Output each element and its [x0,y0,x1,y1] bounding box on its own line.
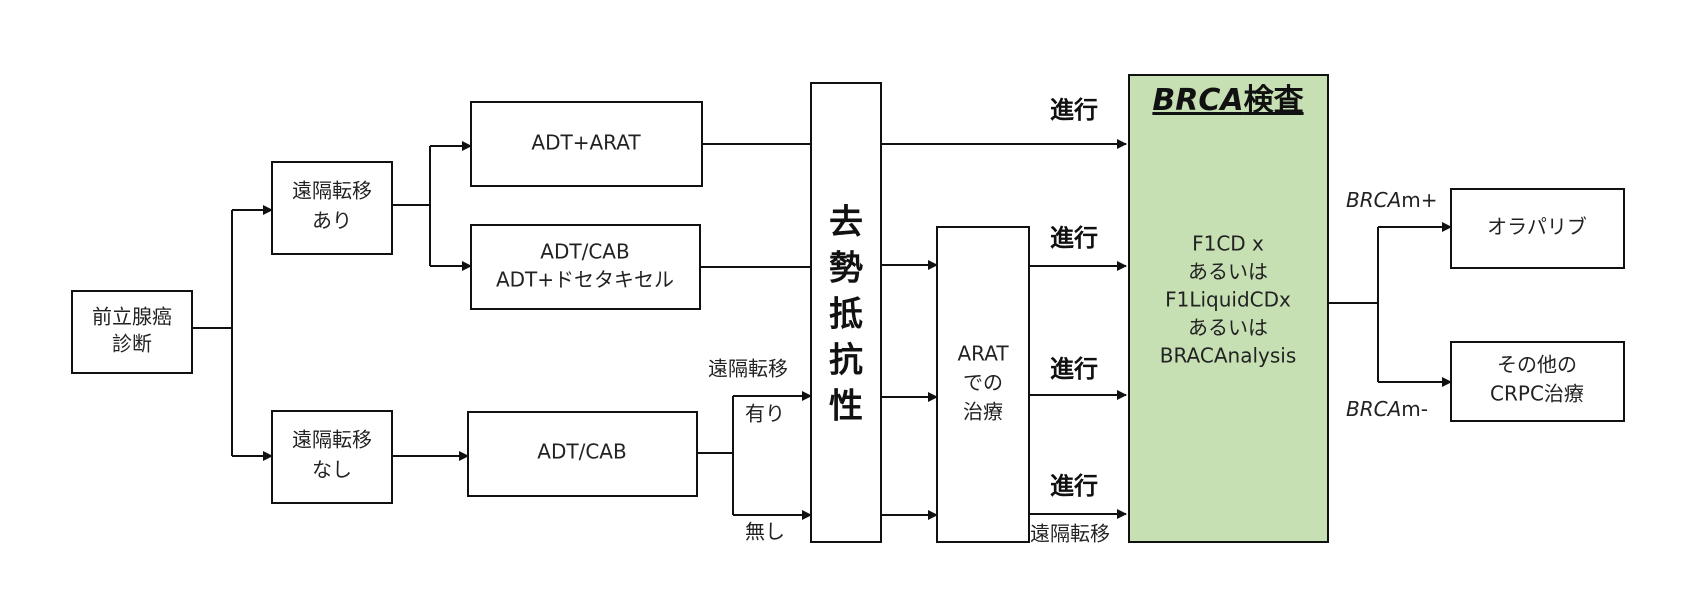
metastasis-label: 遠隔転移 [708,357,788,381]
olaparib-label: オラパリブ [1487,215,1587,239]
arat-treatment-line-3: 治療 [963,400,1003,424]
castration-resistance-box: 去 勢 抵 抗 性 [810,82,882,543]
brca-test-box: BRCA検査 F1CD x あるいは F1LiquidCDx あるいは BRAC… [1128,74,1329,543]
castration-resistance-char-3: 抵 [829,295,863,335]
edge-labels: 進行 進行 進行 進行 遠隔転移 有り 無し 遠隔転移 BRCAm+ BRCAm… [708,96,1438,546]
adt-arat-box: ADT+ARAT [470,101,703,187]
brca-test-line-4: あるいは [1188,316,1268,340]
brca-test-line-5: BRACAnalysis [1160,344,1297,368]
brca-test-line-2: あるいは [1188,260,1268,284]
brca-test-line-3: F1LiquidCDx [1165,288,1291,312]
adt-cab-docetaxel-box: ADT/CAB ADT+ドセタキセル [470,224,701,310]
diagnosis-line-1: 前立腺癌 [92,305,172,329]
other-crpc-line-2: CRPC治療 [1490,382,1584,406]
bottom-metastasis-label: 遠隔転移 [1030,522,1110,546]
absent-label: 無し [745,520,785,544]
adt-cab-docetaxel-line-1: ADT/CAB [540,240,629,264]
present-label: 有り [745,402,785,426]
diagnosis-line-2: 診断 [112,332,152,356]
connectors [192,139,1452,520]
progress-label-1: 進行 [1050,96,1098,124]
brca-positive-label: BRCAm+ [1346,188,1438,212]
diagnosis-box: 前立腺癌 診断 [71,290,193,374]
olaparib-box: オラパリブ [1450,188,1625,269]
metastasis-no-box: 遠隔転移 なし [271,410,393,504]
adt-cab-docetaxel-line-2: ADT+ドセタキセル [496,268,674,292]
brca-negative-label: BRCAm- [1346,397,1428,421]
castration-resistance-char-2: 勢 [829,249,863,289]
other-crpc-line-1: その他の [1497,353,1577,377]
metastasis-yes-line-2: あり [312,209,352,233]
arat-treatment-line-1: ARAT [957,342,1009,366]
castration-resistance-char-5: 性 [829,387,863,427]
progress-label-3: 進行 [1050,355,1098,383]
metastasis-no-line-1: 遠隔転移 [292,428,372,452]
adt-cab-box: ADT/CAB [467,411,698,497]
progress-label-4: 進行 [1050,472,1098,500]
adt-arat-label: ADT+ARAT [531,131,641,155]
castration-resistance-char-4: 抗 [829,341,863,381]
metastasis-yes-box: 遠隔転移 あり [271,161,393,255]
arat-treatment-box: ARAT での 治療 [936,226,1030,543]
adt-cab-label: ADT/CAB [537,440,626,464]
castration-resistance-char-1: 去 [829,203,863,243]
metastasis-yes-line-1: 遠隔転移 [292,179,372,203]
brca-test-title: BRCA検査 [1152,83,1303,118]
brca-test-line-1: F1CD x [1192,232,1264,256]
metastasis-no-line-2: なし [312,458,352,482]
other-crpc-box: その他の CRPC治療 [1450,341,1625,422]
arat-treatment-line-2: での [963,371,1003,395]
progress-label-2: 進行 [1050,224,1098,252]
